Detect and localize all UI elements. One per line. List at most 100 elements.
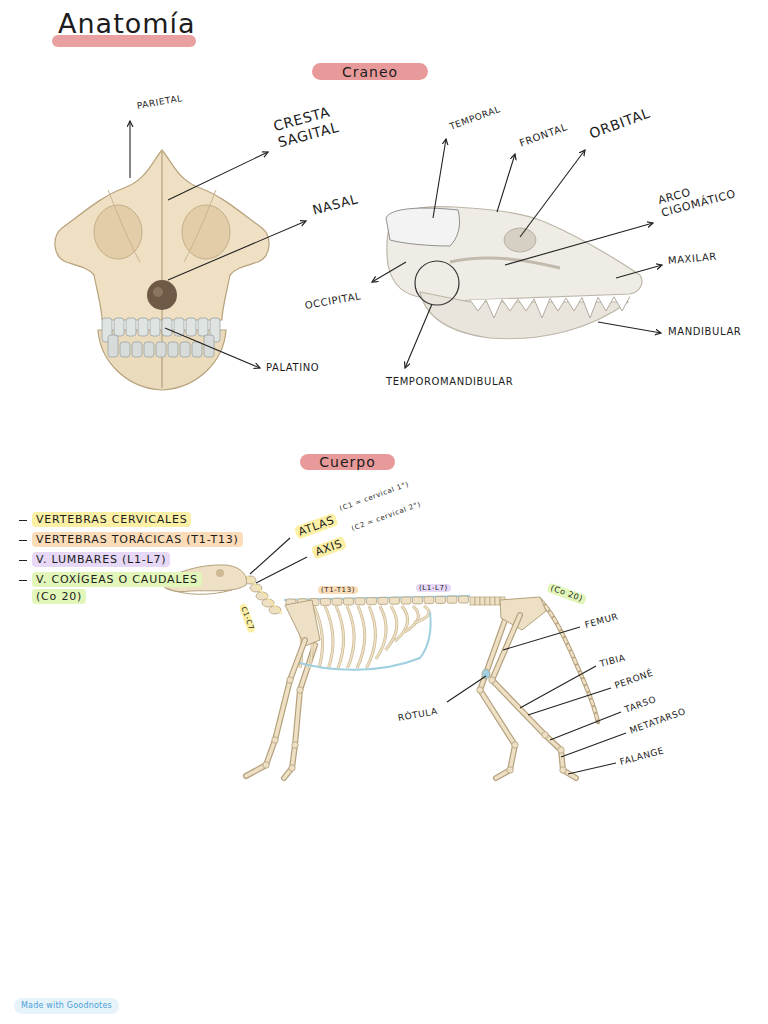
drawing-part <box>147 280 177 310</box>
part-label: CRESTA SAGITAL <box>272 94 373 151</box>
drawing-part <box>247 576 282 614</box>
drawing-part <box>114 318 124 336</box>
drawing-part <box>344 598 354 605</box>
drawing-part <box>378 597 388 604</box>
drawing-part <box>447 596 457 603</box>
part-label: PERONÉ <box>613 667 655 691</box>
section-heading-text: Cuerpo <box>319 454 375 470</box>
drawing-part <box>558 747 564 753</box>
drawing-part <box>126 318 136 336</box>
drawing-part <box>120 342 130 357</box>
legend-item: V. LUMBARES (L1-L7) <box>32 551 292 568</box>
vertebra-range: C1-C7 <box>238 603 256 634</box>
drawing-part <box>492 615 576 778</box>
vertebra-range: (T1-T13) <box>318 586 358 594</box>
legend-text: V. LUMBARES (L1-L7) <box>36 553 166 566</box>
drawing-part <box>414 606 429 623</box>
part-label: ARCO CIGOMÁTICO <box>657 174 741 220</box>
drawing-part <box>616 265 662 278</box>
skull-side-view <box>386 207 642 339</box>
drawing-part <box>325 606 333 668</box>
drawing-part <box>186 318 196 336</box>
drawing-part <box>387 207 642 302</box>
drawing-part <box>289 765 295 771</box>
drawing-part <box>132 342 142 357</box>
drawing-part <box>561 733 626 757</box>
drawing-part <box>477 687 483 693</box>
drawing-part <box>168 342 178 357</box>
list-dash <box>19 560 27 561</box>
drawing-part <box>395 606 408 641</box>
drawing-part <box>376 606 386 659</box>
drawing-part <box>450 258 560 268</box>
drawing-part <box>102 318 220 357</box>
drawing-part <box>376 606 386 659</box>
skull-front-view <box>55 150 269 390</box>
highlight-swatch: V. LUMBARES (L1-L7) <box>32 552 170 567</box>
drawing-part <box>405 606 419 632</box>
drawing-part <box>505 223 653 265</box>
drawing-part <box>497 154 515 212</box>
drawing-part <box>415 261 459 305</box>
drawing-part <box>166 588 232 594</box>
part-label: TEMPORAL <box>448 104 502 132</box>
drawing-part <box>138 318 148 336</box>
highlight-swatch: VERTEBRAS CERVICALES <box>32 512 191 527</box>
drawing-part <box>367 598 377 605</box>
drawing-part <box>598 322 661 333</box>
drawing-part <box>347 606 354 668</box>
drawing-part <box>504 228 536 252</box>
drawing-part <box>357 606 365 668</box>
drawing-part <box>470 296 630 318</box>
drawing-part <box>512 742 518 748</box>
drawing-part <box>336 606 344 668</box>
drawing-part <box>386 606 397 650</box>
drawing-part <box>168 221 306 280</box>
drawing-part <box>198 318 208 336</box>
drawing-part <box>568 763 616 774</box>
drawing-part <box>490 597 495 605</box>
drawing-part <box>395 606 408 641</box>
drawing-part <box>192 342 202 357</box>
drawing-part <box>129 121 130 178</box>
drawing-part <box>424 597 434 604</box>
part-label: PALATINO <box>266 362 319 374</box>
watermark: Made with Goodnotes <box>14 998 119 1014</box>
drawing-part <box>367 606 376 668</box>
drawing-part <box>447 676 486 702</box>
drawing-part <box>528 688 611 715</box>
drawing-part <box>216 569 224 577</box>
drawing-part <box>500 597 546 630</box>
part-label: TEMPOROMANDIBULAR <box>386 376 513 388</box>
drawing-part <box>470 597 475 605</box>
drawing-part <box>246 640 305 776</box>
vertebra-label: ATLAS <box>294 513 339 540</box>
section-heading-text: Craneo <box>342 64 398 80</box>
dog-skeleton <box>160 565 598 778</box>
drawing-part <box>459 596 469 603</box>
drawing-part <box>332 598 342 605</box>
part-label: TIBIA <box>599 652 627 669</box>
drawing-part <box>168 152 268 200</box>
part-label: RÓTULA <box>397 706 439 724</box>
part-label: TARSO <box>623 694 658 715</box>
drawing-part <box>503 627 580 650</box>
drawing-part <box>485 597 490 605</box>
drawing-part <box>436 596 446 603</box>
highlight-swatch: V. COXÍGEAS O CAUDALES (Co 20) <box>32 572 202 604</box>
drawing-part <box>367 606 376 668</box>
drawing-part <box>470 296 630 318</box>
vertebra-label: AXIS <box>311 536 347 560</box>
part-label: PARIETAL <box>136 93 184 112</box>
legend-item: VERTEBRAS TORÁCICAS (T1-T13) <box>32 531 292 548</box>
drawing-part <box>156 342 166 357</box>
drawing-part <box>263 762 269 768</box>
drawing-part <box>405 304 432 368</box>
drawing-part <box>386 606 397 650</box>
drawing-part <box>489 677 495 683</box>
drawing-part <box>520 150 585 237</box>
highlight-swatch: VERTEBRAS TORÁCICAS (T1-T13) <box>32 532 243 547</box>
drawing-part <box>162 318 172 336</box>
drawing-part <box>413 597 423 604</box>
drawing-part <box>325 606 333 668</box>
